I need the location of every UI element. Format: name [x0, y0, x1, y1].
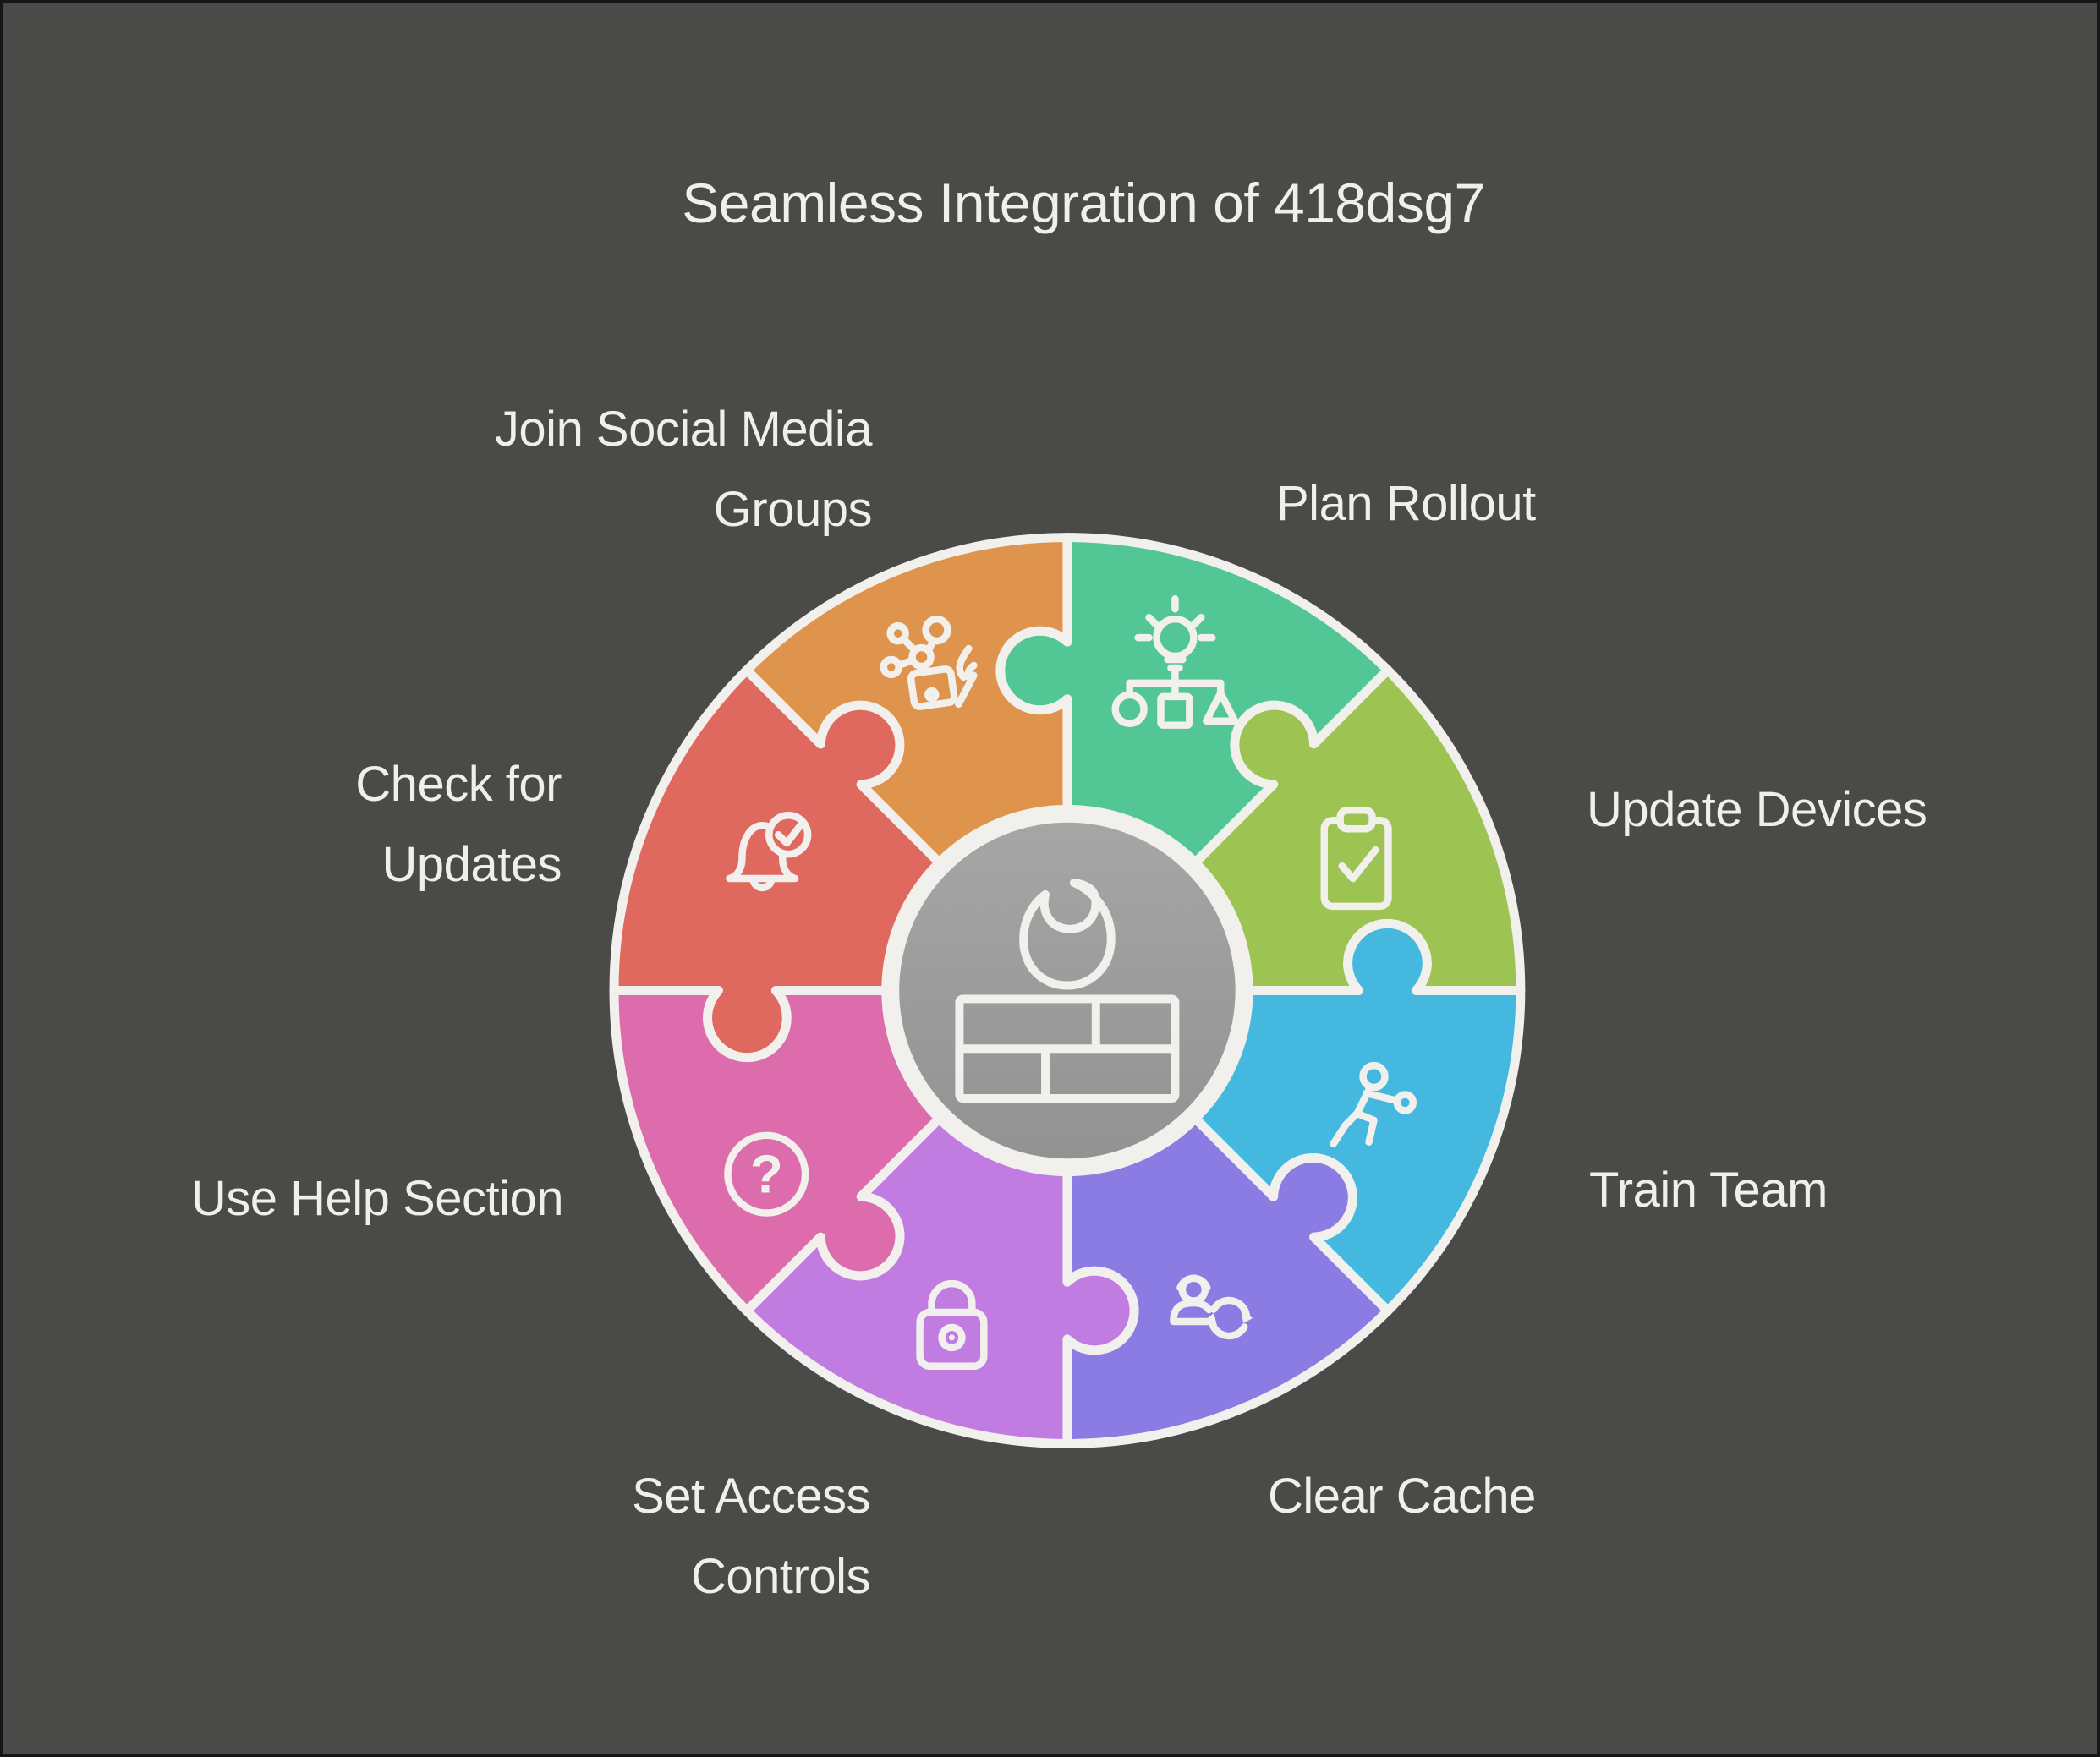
label-check-for-updates: Check for Updates	[355, 757, 562, 893]
label-clear-cache: Clear Cache	[1268, 1469, 1536, 1524]
page-title: Seamless Integration of 418dsg7	[682, 172, 1485, 234]
phone-network-icon	[880, 615, 978, 710]
brick-joints	[955, 994, 1180, 1103]
flame-shape	[1019, 878, 1116, 990]
label-plan-rollout: Plan Rollout	[1276, 476, 1536, 531]
padlock-icon	[916, 1279, 988, 1371]
user-sync-icon	[1170, 1274, 1253, 1340]
question-circle-icon: ?	[724, 1131, 809, 1217]
segment-shape-join-social-media-groups	[742, 533, 1072, 868]
label-train-team: Train Team	[1589, 1163, 1828, 1218]
segment-icons: ?	[724, 595, 1417, 1371]
bell-check-icon	[726, 812, 812, 892]
training-person-icon	[1330, 1061, 1417, 1148]
label-update-devices: Update Devices	[1587, 782, 1927, 837]
label-set-access-controls: Set Access Controls	[632, 1469, 870, 1605]
label-use-help-section: Use Help Section	[190, 1171, 564, 1226]
clipboard-check-icon	[1320, 807, 1392, 911]
label-join-social-media-groups: Join Social Media Groups	[494, 402, 873, 538]
idea-org-chart-icon	[1111, 595, 1239, 729]
center-hub	[888, 811, 1247, 1170]
question-mark: ?	[750, 1144, 783, 1205]
integration-diagram: ?	[609, 533, 1526, 1448]
hub-circle	[888, 811, 1247, 1170]
firewall-flame-icon	[955, 878, 1180, 1103]
